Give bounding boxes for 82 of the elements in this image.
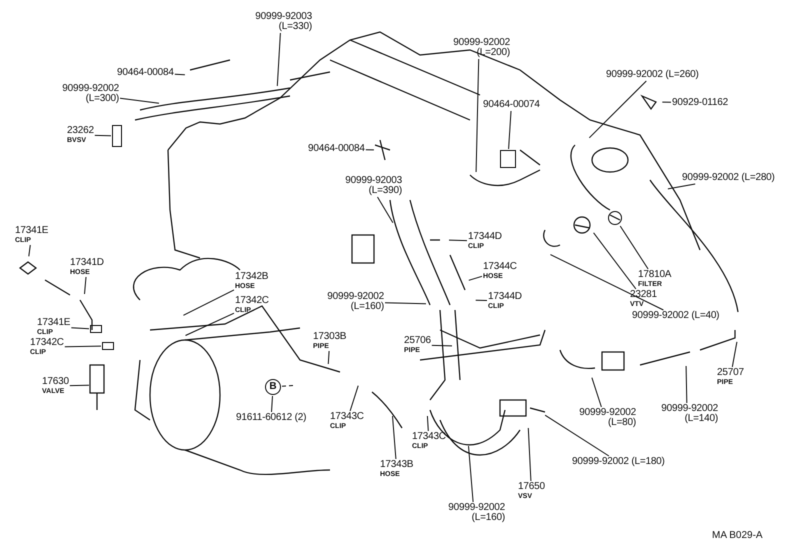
leader-line <box>182 289 234 316</box>
part-number: 17344C <box>483 262 517 272</box>
part-number: 17343C <box>330 412 364 422</box>
part-number: 17341D <box>70 258 104 268</box>
part-number: 25706 <box>404 336 431 346</box>
leader-line <box>174 74 186 76</box>
leader-line <box>591 377 602 408</box>
part-number: 90999-92002 (L=40) <box>632 311 720 321</box>
part-number: 17341E <box>15 226 48 236</box>
part-number: 17341E <box>37 318 70 328</box>
leader-line <box>448 240 468 242</box>
part-number: 90999-92003 (L=330) <box>254 12 312 32</box>
leader-line <box>384 302 426 304</box>
part-number: 17342C <box>30 338 64 348</box>
part-number: 23262 <box>67 126 94 136</box>
filter-part <box>608 211 622 225</box>
leader-line <box>732 341 738 368</box>
part-number: 17342C <box>235 296 269 306</box>
part-number: 90929-01162 <box>672 98 728 108</box>
clip-part <box>500 150 516 168</box>
leader-line <box>588 80 647 138</box>
leader-line <box>377 196 394 224</box>
part-number: 90999-92002 (L=200) <box>452 38 510 58</box>
leader-line <box>271 396 273 412</box>
valve-part <box>112 125 122 147</box>
part-number: 17343B <box>380 460 414 470</box>
leader-line <box>475 300 488 301</box>
part-number: 17303B <box>313 332 346 342</box>
part-number: 90464-00074 <box>483 100 540 110</box>
part-number: 17810A <box>638 270 672 280</box>
leader-line <box>282 384 294 387</box>
leader-line <box>620 226 649 270</box>
part-number: 90999-92002 (L=140) <box>660 404 718 424</box>
clip-part <box>102 342 114 350</box>
leader-line <box>468 446 474 502</box>
leader-line <box>70 327 90 330</box>
part-number: 90999-92002 (L=300) <box>61 84 119 104</box>
leader-line <box>94 134 112 136</box>
leader-line <box>120 98 160 104</box>
part-number: 17344D <box>468 232 502 242</box>
leader-line <box>431 344 452 346</box>
part-number: 91611-60612 (2) <box>236 413 306 423</box>
leader-line <box>365 149 374 150</box>
leader-line <box>185 312 234 336</box>
leader-line <box>84 276 86 294</box>
leader-line <box>468 276 482 281</box>
part-number: 17344D <box>488 292 522 302</box>
leader-line <box>528 428 532 482</box>
reference-letter-circle: B <box>265 379 281 395</box>
part-number: 25707 <box>717 368 744 378</box>
part-number: 90999-92003 (L=390) <box>344 176 402 196</box>
part-number: 90464-00084 <box>308 144 365 154</box>
leader-line <box>686 366 688 404</box>
leader-line <box>544 414 610 456</box>
part-number: 23281 <box>630 290 657 300</box>
leader-line <box>328 350 330 364</box>
part-number: 90999-92002 (L=160) <box>326 292 384 312</box>
part-number: 90464-00084 <box>117 68 174 78</box>
leader-line <box>392 416 396 460</box>
leader-line <box>64 346 102 348</box>
clip-part <box>90 325 102 333</box>
part-number: 90999-92002 (L=260) <box>606 70 699 80</box>
leader-line <box>662 102 672 103</box>
leader-line <box>508 110 512 150</box>
leader-line <box>28 244 31 257</box>
leader-line <box>350 385 359 412</box>
part-number: 90999-92002 (L=80) <box>578 408 636 428</box>
part-number: 17343C <box>412 432 446 442</box>
leader-line <box>276 32 281 86</box>
leader-line <box>550 254 664 310</box>
leader-line <box>667 184 696 190</box>
leader-line <box>593 232 636 290</box>
part-number: 90999-92002 (L=180) <box>572 457 665 467</box>
drawing-reference-code: MA B029-A <box>712 530 763 541</box>
part-number: 90999-92002 (L=160) <box>447 503 505 523</box>
part-number: 17630 <box>42 377 69 387</box>
part-number: 17342B <box>235 272 268 282</box>
leader-line <box>69 384 90 386</box>
leader-line <box>426 416 429 432</box>
leader-line <box>476 58 480 172</box>
part-number: 17650 <box>518 482 545 492</box>
part-number: 90999-92002 (L=280) <box>682 173 775 183</box>
